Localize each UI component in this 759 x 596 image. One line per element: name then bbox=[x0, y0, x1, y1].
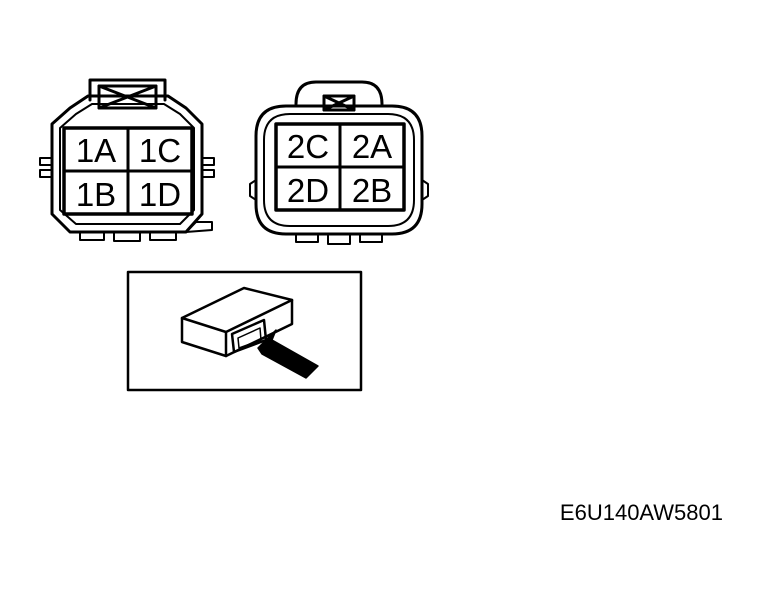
pin-label-2d: 2D bbox=[287, 172, 329, 209]
pin-label-1c: 1C bbox=[139, 132, 181, 169]
pin-label-1a: 1A bbox=[76, 132, 116, 169]
pin-label-2a: 2A bbox=[352, 128, 392, 165]
connector-2-latch bbox=[294, 80, 384, 112]
connector-1 bbox=[39, 78, 215, 242]
pin-label-1b: 1B bbox=[76, 176, 116, 213]
pin-label-2c: 2C bbox=[287, 128, 329, 165]
pin-label-2b: 2B bbox=[352, 172, 392, 209]
location-inset bbox=[126, 270, 363, 392]
pin-label-1d: 1D bbox=[139, 176, 181, 213]
image-code: E6U140AW5801 bbox=[560, 500, 723, 525]
location-arrow bbox=[257, 329, 319, 379]
connector-2 bbox=[249, 80, 429, 245]
